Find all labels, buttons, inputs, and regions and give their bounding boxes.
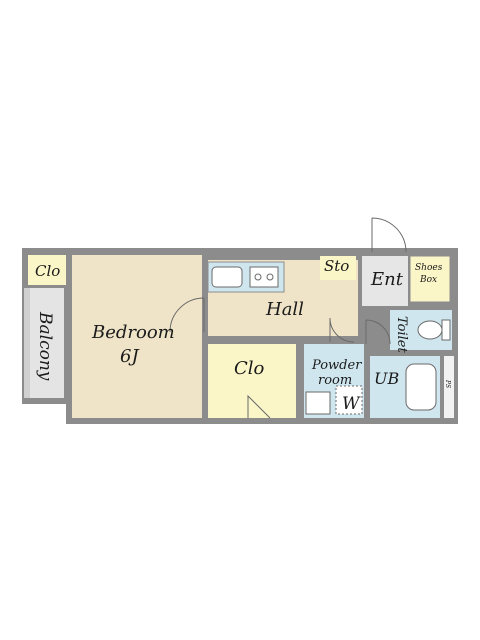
burner-icon (266, 273, 274, 281)
powder-door-icon (329, 317, 355, 343)
bathtub-icon (405, 363, 437, 411)
washbasin-icon (305, 391, 331, 415)
main-closet-label: Clo (234, 358, 265, 379)
bedroom-label: Bedroom (91, 322, 175, 343)
bedroom-area (72, 255, 202, 418)
washer-label: W (342, 394, 361, 414)
bedroom-size-label: 6J (120, 346, 140, 367)
burner-icon (254, 273, 262, 281)
stove-icon (249, 266, 279, 288)
ps-area (444, 356, 454, 418)
shoes-box-label: Box (419, 275, 437, 285)
entrance-area (362, 256, 408, 306)
storage-label: Sto (324, 257, 349, 275)
entrance-label: Ent (370, 269, 404, 290)
powder-room-label: room (318, 373, 352, 388)
storage-area (320, 256, 356, 280)
small-closet-label: Clo (35, 262, 60, 280)
balcony-label: Balcony (35, 311, 55, 381)
hall-label: Hall (265, 299, 304, 320)
toilet-door-icon (365, 319, 391, 345)
powder-room-label: Powder (311, 358, 362, 373)
small-closet-area (28, 255, 66, 285)
bedroom-door-icon (169, 297, 205, 333)
toilet-tank-icon (441, 319, 451, 341)
toilet-bowl-icon (417, 320, 443, 340)
closet-door-icon (247, 394, 271, 419)
unit-bath-label: UB (374, 369, 399, 388)
balcony-area (28, 288, 64, 398)
ps-label: PS (444, 379, 451, 388)
balcony-rail (24, 288, 30, 398)
shoes-box-area (409, 255, 451, 303)
toilet-label: Toilet (394, 316, 409, 353)
washer-space (335, 385, 363, 415)
sink-icon (211, 266, 243, 288)
shoes-box-label: Shoes (415, 263, 443, 273)
main-closet-area (208, 344, 296, 418)
entrance-door-icon (371, 217, 407, 253)
